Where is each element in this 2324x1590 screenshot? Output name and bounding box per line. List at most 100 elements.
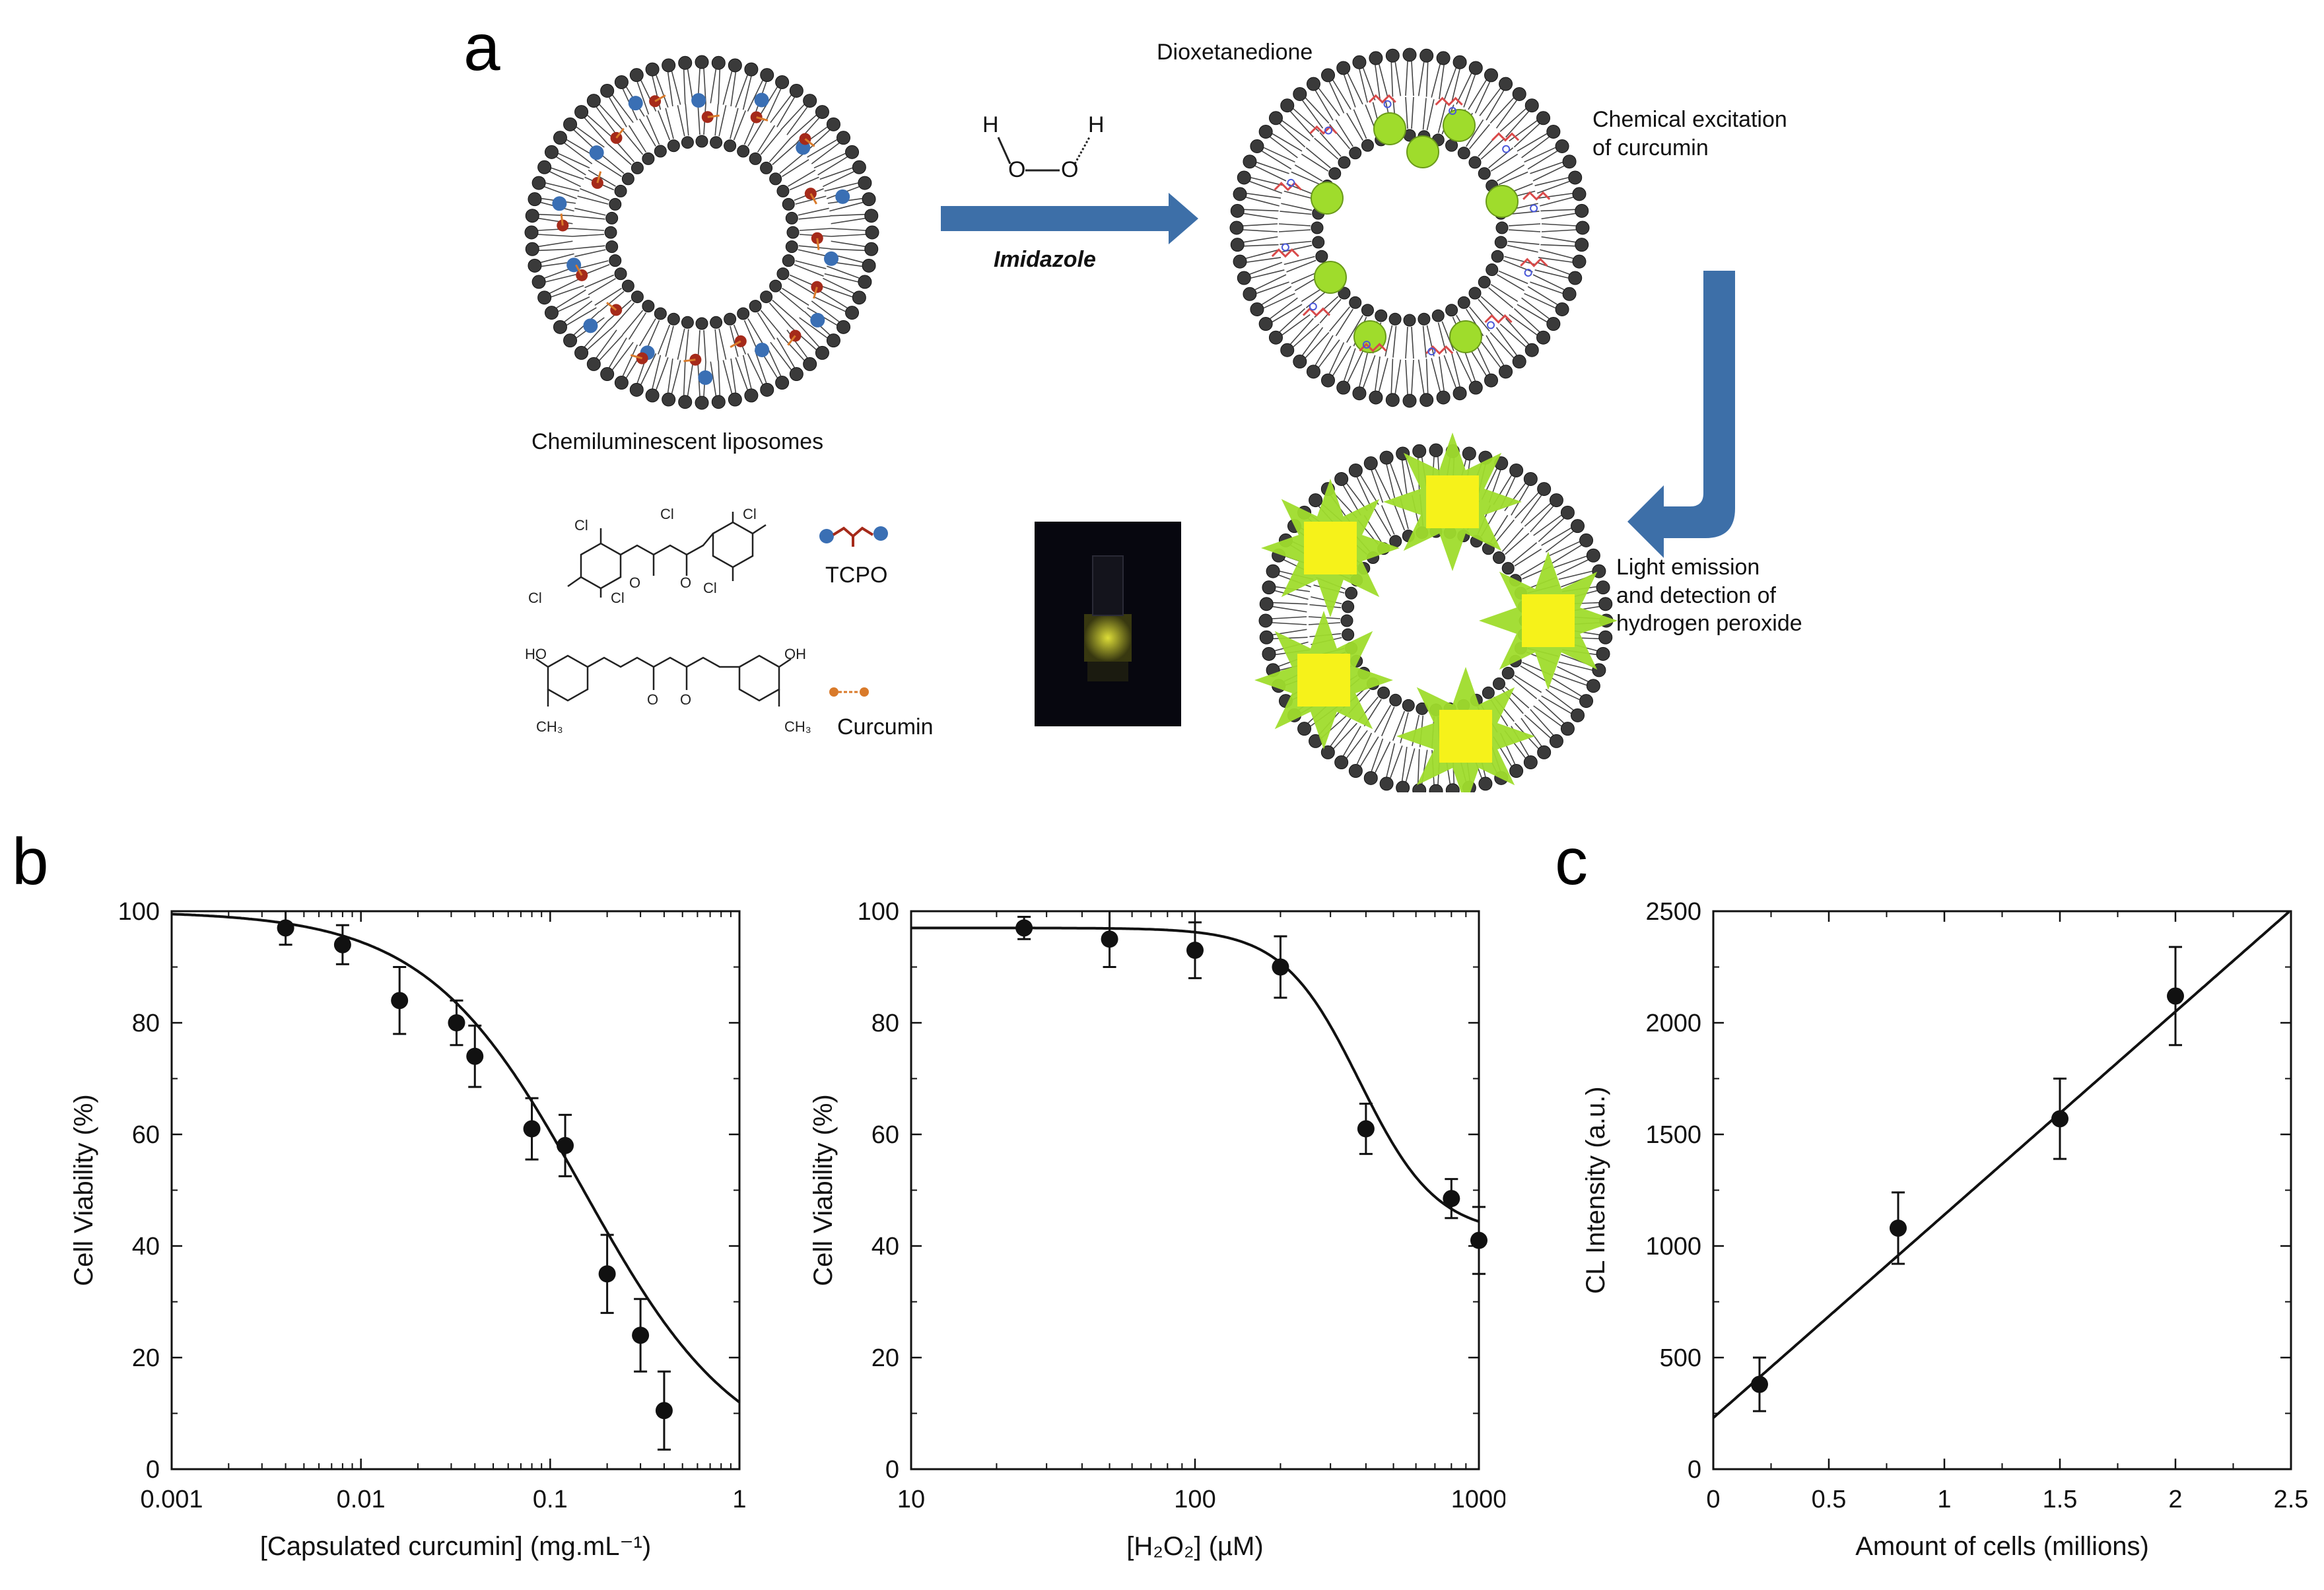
chem-cl-2: Cl [660, 506, 674, 522]
data-point [1272, 958, 1289, 976]
chem-o-1: O [629, 574, 641, 591]
y-tick-label: 0 [146, 1456, 160, 1484]
excitation-label: Chemical excitation of curcumin [1592, 107, 1787, 160]
x-tick-label: 10 [897, 1486, 925, 1513]
data-point [2167, 987, 2184, 1005]
y-axis-label: CL Intensity (a.u.) [1581, 1086, 1610, 1294]
data-point [1015, 919, 1033, 937]
x-tick-label: 0.01 [337, 1486, 386, 1513]
x-tick-label: 0.1 [533, 1486, 568, 1513]
liposome-intact [524, 55, 879, 410]
x-tick-label: 2 [2168, 1486, 2182, 1513]
curcumin-legend-label: Curcumin [837, 714, 934, 740]
chem-ho: HO [525, 646, 547, 662]
data-point [2051, 1110, 2068, 1128]
h2o2-molecule [997, 137, 1091, 172]
imidazole-label: Imidazole [994, 247, 1096, 272]
y-tick-label: 2000 [1645, 1010, 1701, 1037]
x-tick-label: 100 [1174, 1486, 1215, 1513]
tcpo-structure [567, 512, 767, 598]
liposome-emitting [1254, 432, 1618, 792]
x-tick-label: 0.001 [140, 1486, 203, 1513]
y-tick-label: 1000 [1645, 1233, 1701, 1261]
data-point [1186, 942, 1204, 959]
fit-curve [171, 913, 741, 1404]
curcumin-legend-icon [829, 687, 869, 697]
x-axis-label: Amount of cells (millions) [1855, 1532, 2149, 1561]
data-point [1890, 1219, 1907, 1237]
y-tick-label: 100 [118, 898, 160, 926]
data-point [466, 1047, 484, 1065]
h2o2-o-left: O [1008, 157, 1026, 182]
fit-curve [1712, 911, 2290, 1419]
y-tick-label: 20 [132, 1344, 160, 1372]
curcumin-structure [535, 654, 792, 707]
tcpo-legend-label: TCPO [825, 563, 888, 588]
chem-cl-3: Cl [743, 506, 757, 522]
tcpo-legend-icon [819, 526, 888, 547]
y-tick-label: 60 [132, 1121, 160, 1149]
data-point [333, 936, 351, 953]
y-tick-label: 0 [1688, 1456, 1701, 1484]
chem-o-4: O [680, 691, 692, 708]
data-point [391, 992, 409, 1010]
x-tick-label: 1 [1937, 1486, 1951, 1513]
dioxetanedione-label: Dioxetanedione [1157, 40, 1313, 65]
data-point [598, 1265, 616, 1283]
chem-cl-6: Cl [703, 580, 717, 596]
panel-letter-b: b [12, 825, 49, 899]
glowing-vial-photo [1035, 522, 1181, 726]
data-point [1101, 930, 1118, 948]
chem-ch3-1: CH₃ [536, 718, 563, 735]
chem-cl-5: Cl [611, 590, 625, 606]
chem-ch3-2: CH₃ [784, 718, 811, 735]
x-tick-label: 1000 [1451, 1486, 1505, 1513]
x-tick-label: 1.5 [2043, 1486, 2078, 1513]
emission-label: Light emission and detection of hydrogen… [1616, 555, 1802, 636]
y-tick-label: 2500 [1645, 898, 1701, 926]
data-point [1470, 1231, 1487, 1249]
data-point [655, 1402, 673, 1420]
x-tick-label: 0 [1706, 1486, 1720, 1513]
x-tick-label: 2.5 [2274, 1486, 2309, 1513]
chart-h2o2-viability: 0 20 40 60 80 100 10 100 1000 [H₂O₂] (µM) Cell Via… [809, 898, 1505, 1561]
chem-o-2: O [680, 574, 692, 591]
data-point [448, 1014, 465, 1031]
y-tick-label: 40 [872, 1233, 899, 1261]
x-axis-label: [Capsulated curcumin] (mg.mL⁻¹) [260, 1532, 651, 1561]
panel-letter-a: a [463, 11, 500, 85]
y-tick-label: 60 [872, 1121, 899, 1149]
y-tick-label: 500 [1660, 1344, 1701, 1372]
panel-letter-c: c [1555, 825, 1588, 899]
data-point [1443, 1190, 1460, 1208]
y-axis-label: Cell Viability (%) [809, 1094, 838, 1286]
plot-frame [1712, 910, 2292, 1470]
h2o2-o-right: O [1061, 157, 1079, 182]
y-tick-label: 100 [858, 898, 899, 926]
data-point [632, 1327, 650, 1344]
chem-o-3: O [647, 691, 659, 708]
y-tick-label: 80 [132, 1010, 160, 1037]
data-point [1751, 1375, 1768, 1393]
data-point [1357, 1120, 1375, 1138]
x-axis-label: [H₂O₂] (µM) [1126, 1532, 1263, 1561]
liposome-excited [1229, 48, 1590, 408]
data-point [557, 1136, 574, 1154]
y-tick-label: 80 [872, 1010, 899, 1037]
chem-cl-4: Cl [528, 590, 542, 606]
plot-frame [170, 910, 741, 1470]
y-tick-label: 0 [885, 1456, 899, 1484]
x-tick-label: 0.5 [1812, 1486, 1847, 1513]
return-arrow [1627, 271, 1735, 558]
x-tick-label: 1 [732, 1486, 746, 1513]
liposomes-label: Chemiluminescent liposomes [531, 429, 824, 454]
y-tick-label: 20 [872, 1344, 899, 1372]
h2o2-h-left: H [982, 112, 999, 137]
chem-oh: OH [784, 646, 806, 662]
data-point [523, 1120, 541, 1138]
y-axis-label: Cell Viability (%) [69, 1094, 98, 1286]
chem-cl-1: Cl [574, 517, 588, 534]
h2o2-h-right: H [1088, 112, 1105, 137]
